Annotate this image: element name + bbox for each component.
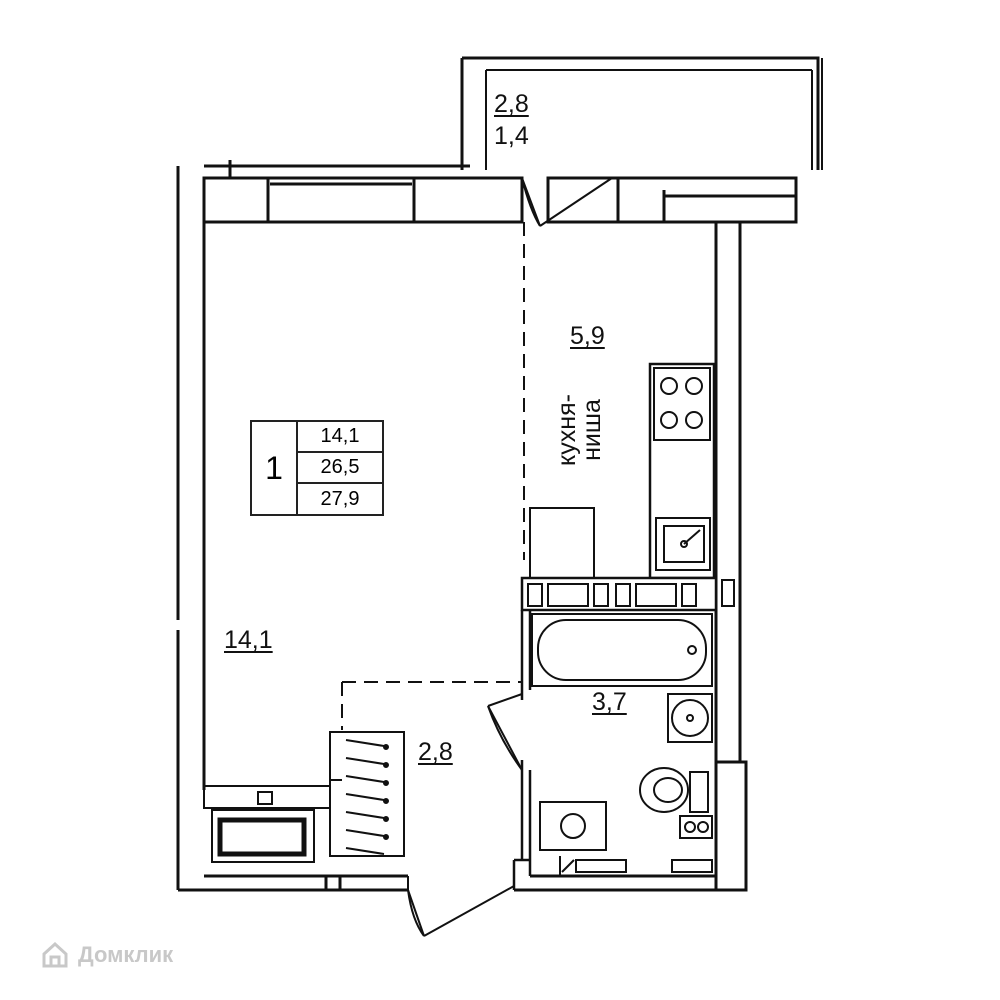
balcony-area-label: 2,8 bbox=[494, 92, 529, 117]
bathroom-top-wall bbox=[520, 576, 735, 612]
balcony bbox=[460, 56, 823, 170]
fridge-icon bbox=[529, 507, 595, 579]
entrance-door bbox=[407, 876, 515, 937]
bathtub-icon bbox=[531, 613, 713, 687]
hall-cabinet-icon bbox=[203, 785, 331, 863]
kitchen-area-label: 5,9 bbox=[570, 324, 605, 349]
washbasin-icon bbox=[667, 693, 713, 743]
outer-walls bbox=[176, 160, 798, 892]
living-room-area: 14,1 bbox=[224, 626, 273, 654]
house-logo-icon bbox=[42, 941, 68, 968]
hall-zone-divider bbox=[341, 681, 522, 730]
watermark: Домклик bbox=[40, 940, 173, 970]
water-meter-icon bbox=[679, 815, 713, 839]
wardrobe-icon bbox=[329, 731, 405, 857]
kitchen-equipment bbox=[529, 362, 716, 580]
hall-area: 2,8 bbox=[418, 738, 453, 766]
balcony-coef-area: 1,4 bbox=[494, 122, 529, 150]
balcony-area: 2,8 bbox=[494, 90, 529, 118]
legend-total-with-balcony: 27,9 bbox=[320, 487, 360, 510]
kitchen-label: кухня- ниша bbox=[553, 394, 606, 466]
kitchen-area: 5,9 bbox=[570, 322, 605, 350]
bathroom-door bbox=[487, 693, 523, 771]
bathroom-fixtures bbox=[531, 613, 713, 876]
bathroom-area-label: 3,7 bbox=[592, 690, 627, 715]
toilet-icon bbox=[639, 767, 709, 813]
bathroom-area: 3,7 bbox=[592, 688, 627, 716]
stove-icon bbox=[653, 367, 711, 441]
bathroom-walls bbox=[512, 610, 532, 890]
watermark-brand: Домклик bbox=[78, 942, 174, 967]
washing-machine-icon bbox=[539, 801, 607, 851]
legend-total-area: 26,5 bbox=[298, 453, 382, 484]
legend-living-area: 14,1 bbox=[298, 422, 382, 453]
balcony-door bbox=[521, 177, 613, 227]
legend-room-count: 1 bbox=[252, 422, 298, 514]
hall-area-label: 2,8 bbox=[418, 740, 453, 765]
living-room-area-label: 14,1 bbox=[224, 628, 273, 653]
apartment-legend: 1 14,1 26,5 27,9 bbox=[250, 420, 384, 516]
kitchen-sink-icon bbox=[655, 517, 711, 571]
